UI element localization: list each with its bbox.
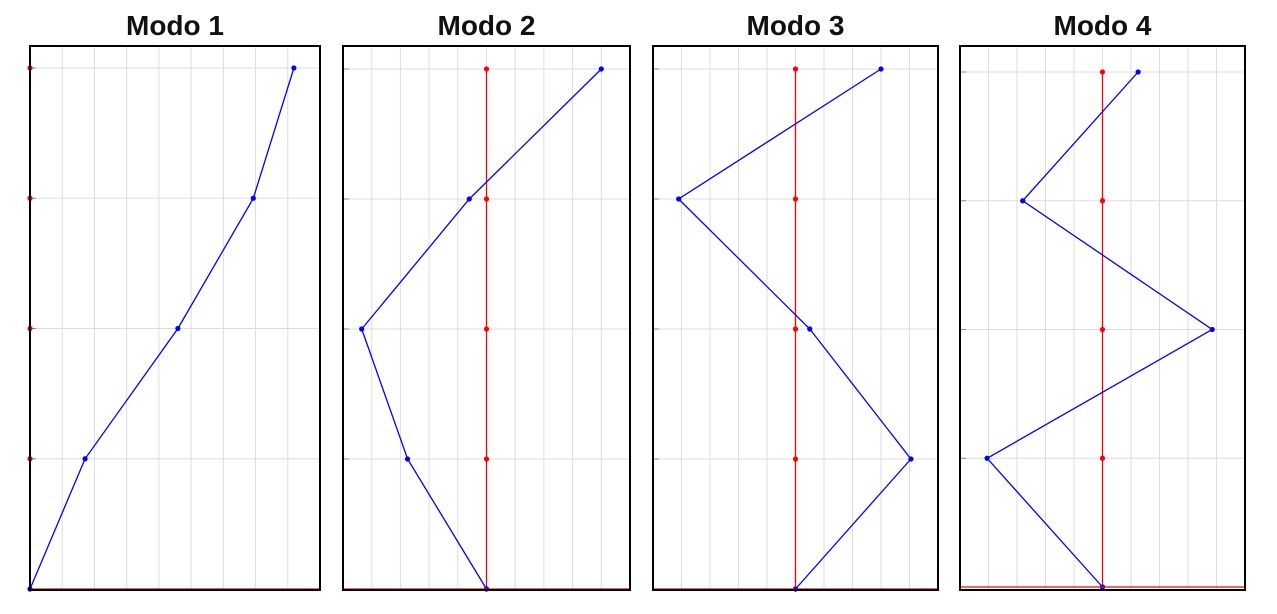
- undeformed-node-2-1: [483, 456, 490, 462]
- plot-frame-1: [29, 45, 321, 591]
- mode_shape-node-2-1: [404, 456, 411, 462]
- mode_shape-node-2-2: [359, 326, 365, 332]
- mode_shape-node-3-2: [807, 326, 813, 332]
- mode_shape-node-3-4: [878, 66, 884, 72]
- chart-title-modo-3: Modo 3: [746, 10, 845, 41]
- undeformed-node-3-3: [792, 196, 799, 202]
- undeformed-node-3-4: [792, 66, 799, 72]
- plot-frame-3: [652, 45, 939, 591]
- mode_shape-node-4-3: [1020, 198, 1026, 204]
- undeformed-node-4-3: [1099, 198, 1106, 204]
- mode_shape-node-4-2: [1209, 326, 1215, 333]
- undeformed-node-2-4: [483, 66, 490, 72]
- mode_shape-node-4-4: [1135, 69, 1141, 75]
- mode_shape-node-1-2: [175, 325, 181, 332]
- undeformed-node-4-4: [1099, 69, 1106, 75]
- chart-title-modo-4: Modo 4: [1053, 10, 1152, 41]
- mode_shape-node-3-3: [676, 196, 682, 202]
- mode_shape-node-1-3: [250, 195, 256, 201]
- undeformed-node-4-2: [1099, 326, 1106, 333]
- plot-area-1: [30, 46, 320, 590]
- mode_shape-node-1-1: [82, 456, 88, 462]
- mode_shape-node-3-1: [908, 456, 914, 462]
- plot-frame-2: [342, 45, 631, 591]
- undeformed-node-3-2: [792, 326, 799, 332]
- chart-title-modo-1: Modo 1: [126, 10, 224, 41]
- undeformed-node-2-2: [483, 326, 490, 332]
- mode_shape-node-2-3: [466, 196, 472, 202]
- mode_shape-node-2-4: [598, 66, 604, 72]
- undeformed-node-4-1: [1099, 455, 1106, 461]
- undeformed-node-2-3: [483, 196, 490, 202]
- chart-title-modo-2: Modo 2: [437, 10, 536, 41]
- mode_shape-node-4-1: [984, 455, 990, 461]
- mode_shape-node-1-4: [291, 65, 297, 71]
- plot-frame-4: [959, 45, 1246, 591]
- undeformed-node-3-1: [792, 456, 799, 462]
